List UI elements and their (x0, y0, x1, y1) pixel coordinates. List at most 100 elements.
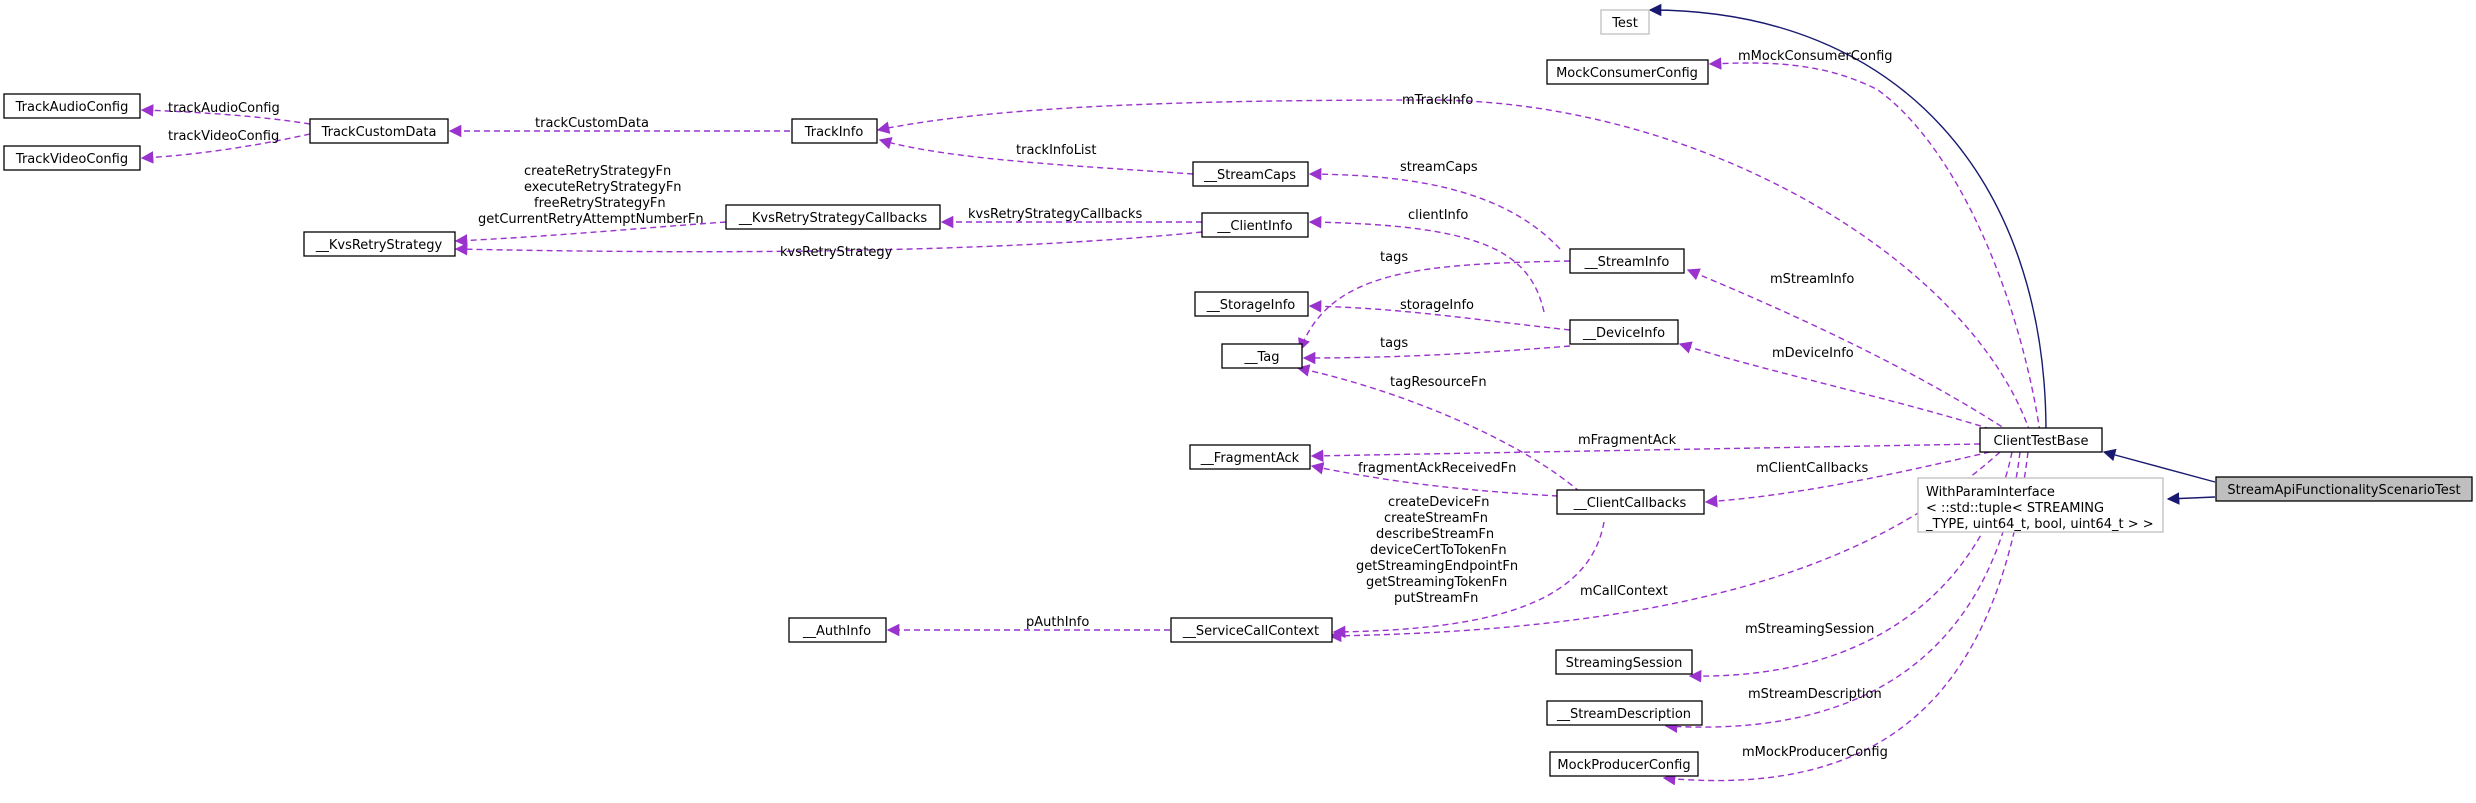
node-kvs-retry-strategy[interactable]: __KvsRetryStrategy (303, 231, 456, 257)
label-m-streaming-session: mStreamingSession (1745, 622, 1874, 637)
node-stream-caps[interactable]: __StreamCaps (1192, 161, 1309, 187)
edge-track-video-config: trackVideoConfig (140, 129, 311, 164)
edge-tags-stream: tags (1298, 250, 1571, 352)
edge-tags-device: tags (1302, 336, 1571, 365)
label-m-stream-description: mStreamDescription (1748, 687, 1882, 702)
label-service-fn-4: getStreamingEndpointFn (1356, 559, 1518, 574)
label-retry-fn-1: executeRetryStrategyFn (524, 180, 682, 195)
node-test[interactable]: Test (1600, 9, 1650, 35)
node-stream-description[interactable]: __StreamDescription (1546, 700, 1703, 726)
node-track-audio-config[interactable]: TrackAudioConfig (3, 93, 141, 119)
svg-text:__KvsRetryStrategyCallbacks: __KvsRetryStrategyCallbacks (738, 211, 927, 226)
edge-m-mock-consumer-config: mMockConsumerConfig (1708, 49, 2041, 433)
node-streaming-session[interactable]: StreamingSession (1555, 649, 1693, 675)
svg-text:__StorageInfo: __StorageInfo (1206, 298, 1296, 313)
label-m-mock-consumer-config: mMockConsumerConfig (1738, 49, 1893, 64)
edge-m-stream-info: mStreamInfo (1686, 268, 2011, 433)
svg-text:TrackCustomData: TrackCustomData (321, 125, 437, 140)
edge-kvs-retry-strategy: kvsRetryStrategy (454, 231, 1203, 260)
label-service-fn-6: putStreamFn (1394, 591, 1478, 606)
node-client-info[interactable]: __ClientInfo (1201, 212, 1309, 238)
node-tag[interactable]: __Tag (1221, 343, 1303, 369)
node-track-video-config[interactable]: TrackVideoConfig (3, 145, 141, 171)
label-kvs-retry-strategy-callbacks: kvsRetryStrategyCallbacks (968, 207, 1142, 222)
label-m-mock-producer-config: mMockProducerConfig (1742, 745, 1888, 760)
edge-service-fns: createDeviceFn createStreamFn describeSt… (1332, 495, 1605, 639)
node-client-callbacks[interactable]: __ClientCallbacks (1556, 489, 1705, 515)
label-stream-caps: streamCaps (1400, 160, 1478, 175)
edge-client-info: clientInfo (1308, 208, 1545, 313)
label-m-stream-info: mStreamInfo (1770, 272, 1854, 287)
edge-stream-caps: streamCaps (1308, 160, 1561, 250)
edge-m-device-info: mDeviceInfo (1678, 341, 2001, 433)
label-track-custom-data: trackCustomData (535, 116, 649, 131)
svg-text:MockConsumerConfig: MockConsumerConfig (1556, 66, 1698, 81)
edge-track-info-list: trackInfoList (878, 137, 1194, 175)
edge-m-fragment-ack: mFragmentAck (1310, 433, 1981, 463)
edge-fragment-ack-received-fn: fragmentAckReceivedFn (1310, 461, 1559, 497)
node-track-custom-data[interactable]: TrackCustomData (309, 118, 449, 144)
label-service-fn-0: createDeviceFn (1388, 495, 1489, 510)
label-tags-device: tags (1380, 336, 1408, 351)
svg-text:__AuthInfo: __AuthInfo (802, 624, 871, 639)
edge-scenario-test-inherits-with-param-interface (2166, 492, 2216, 505)
node-kvs-retry-strategy-callbacks[interactable]: __KvsRetryStrategyCallbacks (725, 204, 941, 230)
label-track-audio-config: trackAudioConfig (168, 101, 280, 116)
label-track-info-list: trackInfoList (1016, 143, 1096, 158)
node-mock-producer-config[interactable]: MockProducerConfig (1549, 751, 1699, 777)
label-m-call-context: mCallContext (1580, 584, 1668, 599)
svg-text:StreamingSession: StreamingSession (1566, 656, 1683, 671)
label-tag-resource-fn: tagResourceFn (1390, 375, 1487, 390)
node-stream-info[interactable]: __StreamInfo (1569, 248, 1685, 274)
label-m-track-info: mTrackInfo (1402, 93, 1473, 108)
label-retry-fn-3: getCurrentRetryAttemptNumberFn (478, 212, 704, 227)
label-service-fn-2: describeStreamFn (1376, 527, 1494, 542)
label-p-auth-info: pAuthInfo (1026, 615, 1089, 630)
node-stream-api-functionality-scenario-test[interactable]: StreamApiFunctionalityScenarioTest (2215, 476, 2473, 502)
svg-text:TrackAudioConfig: TrackAudioConfig (15, 100, 129, 115)
edge-tag-resource-fn: tagResourceFn (1296, 364, 1581, 493)
svg-text:__Tag: __Tag (1243, 350, 1279, 365)
node-storage-info[interactable]: __StorageInfo (1194, 291, 1309, 317)
svg-text:__KvsRetryStrategy: __KvsRetryStrategy (315, 238, 443, 253)
svg-text:__StreamCaps: __StreamCaps (1203, 168, 1296, 183)
node-service-call-context[interactable]: __ServiceCallContext (1170, 617, 1333, 643)
svg-text:< ::std::tuple< STREAMING: < ::std::tuple< STREAMING (1926, 501, 2104, 516)
svg-text:Test: Test (1611, 16, 1638, 31)
svg-text:MockProducerConfig: MockProducerConfig (1557, 758, 1690, 773)
label-m-device-info: mDeviceInfo (1772, 346, 1854, 361)
edge-p-auth-info: pAuthInfo (886, 615, 1170, 637)
edge-storage-info: storageInfo (1308, 298, 1571, 331)
label-tags-stream: tags (1380, 250, 1408, 265)
node-client-test-base[interactable]: ClientTestBase (1979, 427, 2103, 453)
edge-m-stream-description: mStreamDescription (1664, 451, 2021, 733)
label-service-fn-5: getStreamingTokenFn (1366, 575, 1507, 590)
label-service-fn-3: deviceCertToTokenFn (1370, 543, 1507, 558)
edge-client-test-base-inherits-test (1648, 3, 2047, 433)
node-auth-info[interactable]: __AuthInfo (788, 617, 887, 643)
svg-text:__StreamInfo: __StreamInfo (1584, 255, 1670, 270)
edge-kvs-retry-strategy-callbacks: kvsRetryStrategyCallbacks (940, 207, 1202, 229)
edge-track-custom-data: trackCustomData (448, 116, 790, 138)
edge-m-client-callbacks: mClientCallbacks (1704, 451, 1991, 508)
edge-track-audio-config: trackAudioConfig (140, 101, 311, 125)
label-track-video-config: trackVideoConfig (168, 129, 279, 144)
svg-text:__FragmentAck: __FragmentAck (1200, 451, 1300, 466)
node-fragment-ack[interactable]: __FragmentAck (1189, 444, 1311, 470)
svg-text:StreamApiFunctionalityScenario: StreamApiFunctionalityScenarioTest (2227, 483, 2460, 498)
node-track-info[interactable]: TrackInfo (791, 118, 878, 144)
label-storage-info: storageInfo (1400, 298, 1474, 313)
svg-text:ClientTestBase: ClientTestBase (1994, 434, 2089, 449)
node-device-info[interactable]: __DeviceInfo (1569, 319, 1679, 345)
label-m-fragment-ack: mFragmentAck (1578, 433, 1677, 448)
edge-scenario-test-inherits-client-test-base (2102, 448, 2216, 483)
svg-text:TrackInfo: TrackInfo (804, 125, 864, 140)
label-retry-fn-2: freeRetryStrategyFn (534, 196, 666, 211)
svg-text:__ClientCallbacks: __ClientCallbacks (1573, 496, 1687, 511)
label-kvs-retry-strategy: kvsRetryStrategy (780, 245, 893, 260)
node-with-param-interface[interactable]: WithParamInterface < ::std::tuple< STREA… (1917, 477, 2164, 533)
edge-m-mock-producer-config: mMockProducerConfig (1662, 451, 2029, 786)
node-mock-consumer-config[interactable]: MockConsumerConfig (1546, 59, 1709, 85)
label-fragment-ack-received-fn: fragmentAckReceivedFn (1358, 461, 1516, 476)
